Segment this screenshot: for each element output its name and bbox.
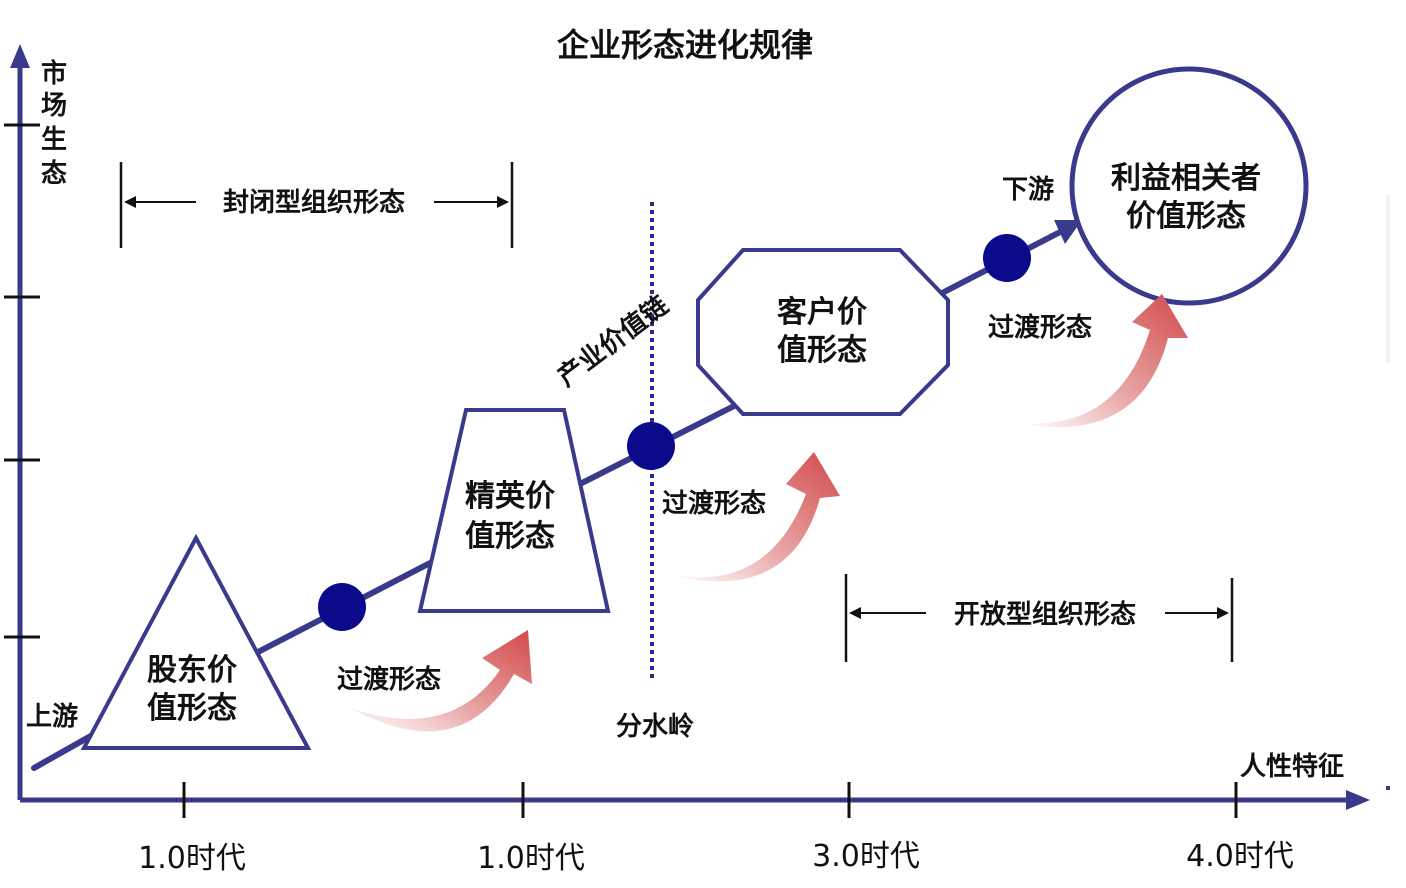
transition-dot — [627, 422, 675, 470]
y-axis-label-char: 市 — [41, 58, 67, 89]
y-axis-label: 市 场 生 态 — [41, 58, 67, 189]
stage-label: 值形态 — [147, 691, 237, 726]
diagram-title: 企业形态进化规律 — [557, 26, 813, 64]
customer-value-octagon — [696, 248, 950, 416]
stage-label: 客户价 — [777, 295, 867, 330]
progression-arrowhead — [1054, 220, 1082, 244]
open-range-label: 开放型组织形态 — [954, 599, 1136, 630]
stakeholder-value-circle — [1069, 66, 1309, 306]
closed-range-label: 封闭型组织形态 — [223, 187, 405, 218]
transition-arrow — [350, 630, 532, 732]
x-axis — [20, 782, 1370, 818]
y-axis-label-char: 场 — [41, 91, 67, 121]
transition-dot — [318, 583, 366, 631]
transition-label: 过渡形态 — [337, 664, 441, 695]
x-tick-label: 3.0时代 — [812, 839, 920, 874]
watershed-label: 分水岭 — [616, 712, 694, 742]
upstream-label: 上游 — [26, 702, 78, 732]
y-axis-label-char: 生 — [41, 125, 67, 155]
shareholder-value-triangle — [80, 533, 312, 750]
stage-label: 价值形态 — [1126, 199, 1246, 234]
x-axis-label: 人性特征 — [1240, 751, 1344, 782]
stage-label: 利益相关者 — [1111, 161, 1261, 196]
stage-label: 值形态 — [465, 519, 555, 554]
y-axis — [4, 44, 40, 800]
x-tick-label: 1.0时代 — [477, 841, 585, 876]
edge-mark — [1386, 786, 1390, 790]
edge-mark — [1386, 195, 1390, 363]
open-range-marker — [844, 574, 1234, 662]
transition-arrow — [668, 452, 840, 582]
stage-label: 值形态 — [777, 333, 867, 368]
y-axis-label-char: 态 — [41, 158, 67, 189]
transition-label: 过渡形态 — [662, 488, 766, 519]
industry-chain-label: 产业价值链 — [552, 290, 674, 393]
elite-value-trapezoid — [417, 408, 611, 613]
x-tick-label: 4.0时代 — [1186, 839, 1294, 874]
transition-dot — [983, 234, 1031, 282]
stage-label: 股东价 — [147, 653, 237, 688]
x-tick-label: 1.0时代 — [138, 841, 246, 876]
transition-arrow — [1018, 294, 1188, 428]
transition-label: 过渡形态 — [988, 312, 1092, 343]
closed-range-marker — [119, 162, 514, 248]
stage-label: 精英价 — [465, 479, 555, 514]
downstream-label: 下游 — [1002, 175, 1054, 205]
